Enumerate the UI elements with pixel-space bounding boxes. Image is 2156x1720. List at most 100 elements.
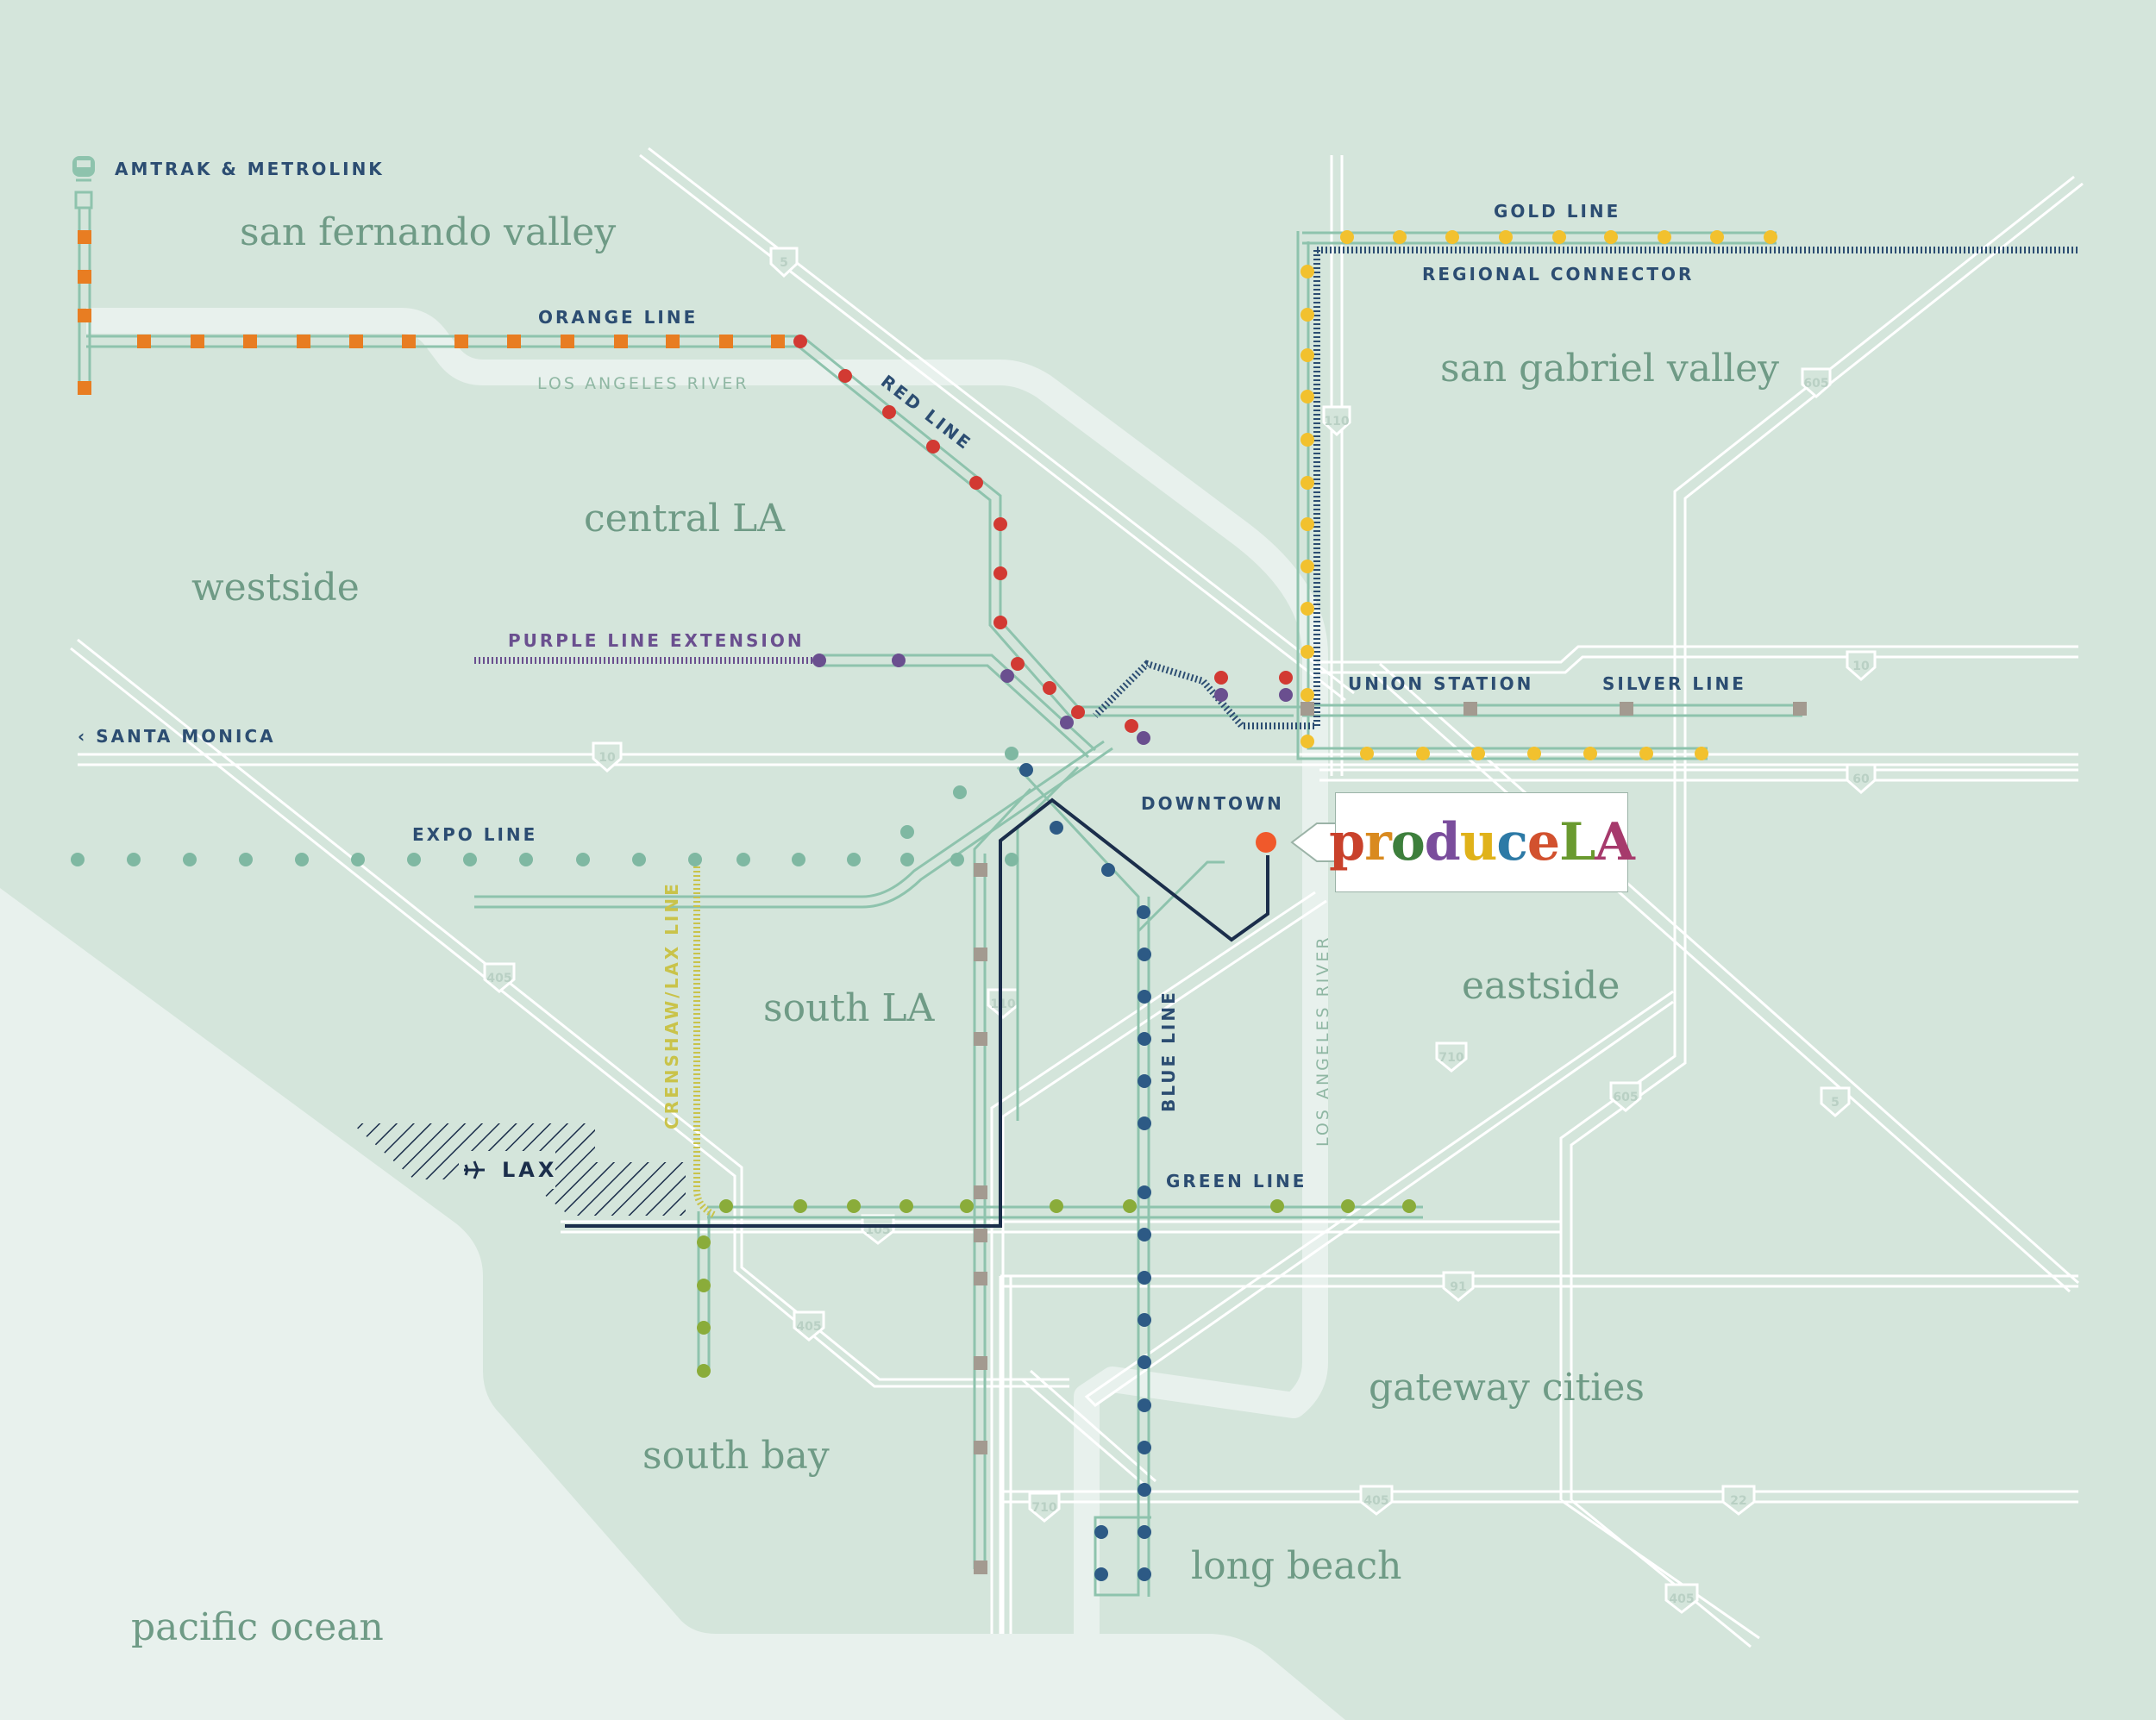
plane-icon: [464, 1160, 485, 1179]
shield-i110-north: 110: [1322, 405, 1351, 437]
gold-line-station: [1300, 517, 1314, 531]
orange-line-station: [78, 270, 91, 284]
label-union-station: UNION STATION: [1348, 673, 1533, 694]
orange-line-station: [614, 335, 628, 348]
green-line-station: [899, 1199, 913, 1213]
silver-line-station: [974, 1356, 987, 1370]
freeway-shields: 5 110 605 10 60 10 405 110 710 605 5 105…: [483, 247, 1877, 1614]
blue-line-station: [1138, 1074, 1151, 1088]
shield-i5-south: 5: [1820, 1086, 1851, 1117]
shield-i405-far: 405: [1664, 1583, 1699, 1614]
expo-line-station: [900, 853, 914, 866]
gold-line-station: [1552, 230, 1566, 244]
blue-line-station: [1138, 1185, 1151, 1199]
gold-line-station: [1764, 230, 1777, 244]
silver-line-station: [974, 1185, 987, 1199]
blue-line-station: [1138, 1032, 1151, 1046]
orange-line-station: [78, 381, 91, 395]
shield-i710-south: 710: [1028, 1492, 1061, 1523]
silver-line-station: [974, 1229, 987, 1242]
expo-line-station: [1005, 747, 1018, 760]
blue-line-station: [1138, 990, 1151, 1004]
green-line-station: [719, 1199, 733, 1213]
blue-line-station: [1138, 1116, 1151, 1130]
svg-text:605: 605: [1613, 1091, 1638, 1104]
region-eastside: eastside: [1462, 964, 1620, 1008]
orange-line-station: [454, 335, 468, 348]
svg-text:91: 91: [1450, 1280, 1466, 1294]
expo-line-station: [736, 853, 750, 866]
orange-line-station: [78, 309, 91, 322]
svg-text:405: 405: [1669, 1592, 1694, 1606]
svg-text:605: 605: [1803, 377, 1828, 391]
expo-line-station: [351, 853, 365, 866]
shield-i10-west: 10: [592, 741, 623, 772]
shield-i405-south: 405: [793, 1310, 825, 1342]
gold-line-station: [1300, 560, 1314, 573]
red-line-station: [1125, 719, 1138, 733]
shield-i91: 91: [1442, 1271, 1475, 1302]
red-line-station: [926, 440, 940, 453]
svg-text:10: 10: [599, 751, 616, 765]
blue-line-station: [1094, 1525, 1108, 1539]
label-downtown: DOWNTOWN: [1141, 793, 1284, 814]
gold-line-station: [1393, 230, 1407, 244]
label-green-line: GREEN LINE: [1166, 1171, 1307, 1191]
expo-line-station: [950, 853, 964, 866]
downtown-route-line: [565, 797, 1269, 1228]
label-crenshaw-lax-line: CRENSHAW/LAX LINE: [661, 881, 682, 1129]
svg-text:60: 60: [1852, 772, 1870, 786]
expo-line-station: [183, 853, 197, 866]
gold-line-station: [1639, 747, 1653, 760]
label-santa-monica: ‹ SANTA MONICA: [78, 726, 276, 747]
producela-logo-box: produceLA: [1329, 792, 1635, 892]
silver-line-station: [1463, 702, 1477, 716]
region-south-la: south LA: [763, 986, 936, 1030]
red-line-station: [993, 517, 1007, 531]
expo-line-station: [576, 853, 590, 866]
region-pacific-ocean: pacific ocean: [131, 1605, 384, 1649]
shield-i60: 60: [1846, 763, 1877, 794]
purple-line-station: [892, 654, 906, 667]
orange-line-station: [771, 335, 785, 348]
label-gold-line: GOLD LINE: [1494, 201, 1620, 222]
gold-line-station: [1658, 230, 1671, 244]
region-san-gabriel-valley: san gabriel valley: [1440, 347, 1779, 391]
purple-line-station: [1060, 716, 1074, 729]
silver-line-station: [1300, 702, 1314, 716]
red-line-station: [1011, 657, 1025, 671]
gold-line-station: [1300, 265, 1314, 278]
blue-line-station: [1138, 1271, 1151, 1285]
gold-line-station: [1710, 230, 1724, 244]
gold-line-station: [1300, 735, 1314, 748]
red-line-station: [838, 369, 852, 383]
green-line-station: [1050, 1199, 1063, 1213]
blue-line-station: [1094, 1567, 1108, 1581]
orange-line-station: [719, 335, 733, 348]
gold-line-station: [1300, 476, 1314, 490]
blue-line-station: [1050, 821, 1063, 835]
purple-line-station: [1279, 688, 1293, 702]
blue-line-station: [1138, 1398, 1151, 1412]
red-line-station: [993, 566, 1007, 580]
pacific-ocean-area: [0, 888, 1345, 1720]
gold-line-station: [1300, 348, 1314, 362]
label-la-river-top: LOS ANGELES RIVER: [537, 374, 749, 393]
purple-line-station: [1214, 688, 1228, 702]
silver-line-station: [1620, 702, 1633, 716]
blue-line-station: [1138, 948, 1151, 961]
track-beds: [78, 194, 1802, 1597]
gold-line-station: [1445, 230, 1459, 244]
blue-line-station: [1138, 1483, 1151, 1497]
svg-text:405: 405: [486, 972, 511, 985]
blue-line-station: [1138, 1567, 1151, 1581]
expo-line-station: [792, 853, 805, 866]
silver-line-station: [974, 863, 987, 877]
red-line-station: [1279, 671, 1293, 685]
gold-line-station: [1499, 230, 1513, 244]
red-line-station: [1043, 681, 1056, 695]
label-la-river-vertical: LOS ANGELES RIVER: [1313, 935, 1332, 1147]
label-blue-line: BLUE LINE: [1158, 990, 1179, 1112]
svg-text:710: 710: [1438, 1051, 1463, 1065]
blue-line-station: [1101, 863, 1115, 877]
